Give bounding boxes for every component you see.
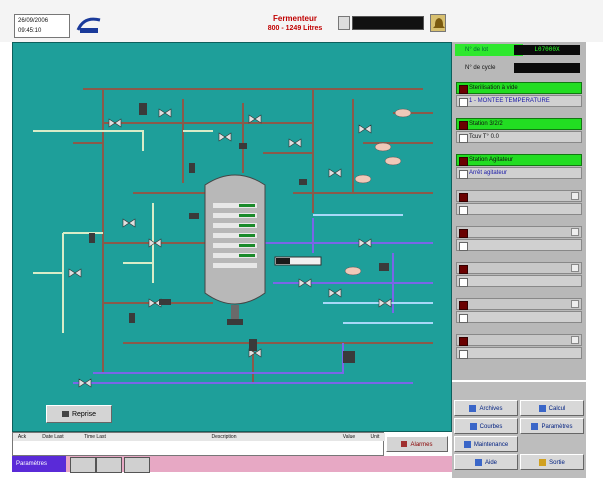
blue-pipes: [313, 214, 433, 324]
sequence-3[interactable]: Station Agitateur Arrêt agitateur: [456, 154, 582, 182]
wrench-icon: [463, 440, 471, 448]
sequence-3-step: Arrêt agitateur: [456, 167, 582, 179]
level-indicator: [274, 256, 322, 266]
lot-value: L07000X: [514, 45, 580, 55]
alarm-display: [352, 16, 424, 30]
status-strip: [12, 456, 452, 472]
instrument-boxes: [89, 103, 389, 363]
exit-icon: [539, 458, 547, 466]
sequence-5[interactable]: [456, 226, 582, 254]
chart-icon: [469, 422, 477, 430]
calculator-icon: [538, 404, 546, 412]
status-label: Paramètres: [12, 456, 66, 472]
page-subtitle: 800 - 1249 Litres: [267, 25, 323, 32]
sequence-2-step: Tcuv T° 0.0: [456, 131, 582, 143]
navigation-buttons: Archives Calcul Courbes Paramètres Maint…: [452, 382, 586, 478]
sequence-1-title: Sterilisation à vide: [456, 82, 582, 94]
event-table: Ack Date Last Time Last Description Valu…: [12, 432, 385, 456]
pump-icons: [344, 108, 412, 276]
parametres-button[interactable]: Paramètres: [520, 418, 584, 434]
alarm-bell-icon: [401, 441, 408, 448]
help-icon: [474, 458, 482, 466]
lot-label: N° de lot: [455, 44, 523, 56]
sequence-2-title: Station 3/2/2: [456, 118, 582, 130]
process-synoptic: [12, 42, 452, 432]
strip-button-1[interactable]: [70, 457, 96, 473]
strip-button-2[interactable]: [96, 457, 122, 473]
cycle-label: N° de cycle: [465, 65, 496, 71]
col-ack: Ack: [13, 433, 32, 441]
header-bar: [0, 0, 603, 42]
sequence-7[interactable]: [456, 298, 582, 326]
sequence-8[interactable]: [456, 334, 582, 362]
bell-icon: [433, 18, 445, 28]
col-unit: Unit: [365, 433, 385, 441]
col-time-last: Time Last: [75, 433, 116, 441]
col-description: Description: [115, 433, 334, 441]
sequence-1-step: 1 - MONTEE TEMPERATURE: [456, 95, 582, 107]
right-panel: N° de lot L07000X N° de cycle Sterilisat…: [452, 42, 586, 380]
gear-icon: [531, 422, 539, 430]
reprise-icon: [61, 411, 69, 418]
valves: [68, 108, 392, 388]
archives-button[interactable]: Archives: [454, 400, 518, 416]
fermenter-vessel: [204, 174, 266, 325]
col-value: Value: [333, 433, 366, 441]
alarmes-button[interactable]: Alarmes: [386, 436, 448, 452]
date-text: 26/09/2006: [18, 18, 49, 24]
time-text: 09:45:10: [18, 28, 42, 34]
sequence-6[interactable]: [456, 262, 582, 290]
sequence-4[interactable]: [456, 190, 582, 218]
strip-button-3[interactable]: [124, 457, 150, 473]
sequence-3-title: Station Agitateur: [456, 154, 582, 166]
col-date-last: Date Last: [31, 433, 76, 441]
maintenance-button[interactable]: Maintenance: [454, 436, 518, 452]
process-diagram: [33, 88, 433, 388]
company-logo-icon: [76, 14, 104, 36]
sortie-button[interactable]: Sortie: [520, 454, 584, 470]
alarm-prev-button[interactable]: [338, 16, 350, 30]
alarm-ack-button[interactable]: [430, 14, 446, 32]
page-title: Fermenteur: [272, 14, 317, 23]
courbes-button[interactable]: Courbes: [454, 418, 518, 434]
calcul-button[interactable]: Calcul: [520, 400, 584, 416]
sequence-1[interactable]: Sterilisation à vide 1 - MONTEE TEMPERAT…: [456, 82, 582, 110]
sequence-2[interactable]: Station 3/2/2 Tcuv T° 0.0: [456, 118, 582, 146]
aide-button[interactable]: Aide: [454, 454, 518, 470]
datetime-display: 26/09/2006 09:45:10: [14, 14, 70, 38]
archives-icon: [469, 404, 477, 412]
reprise-button[interactable]: Reprise: [46, 405, 112, 423]
cycle-value: [514, 63, 580, 73]
